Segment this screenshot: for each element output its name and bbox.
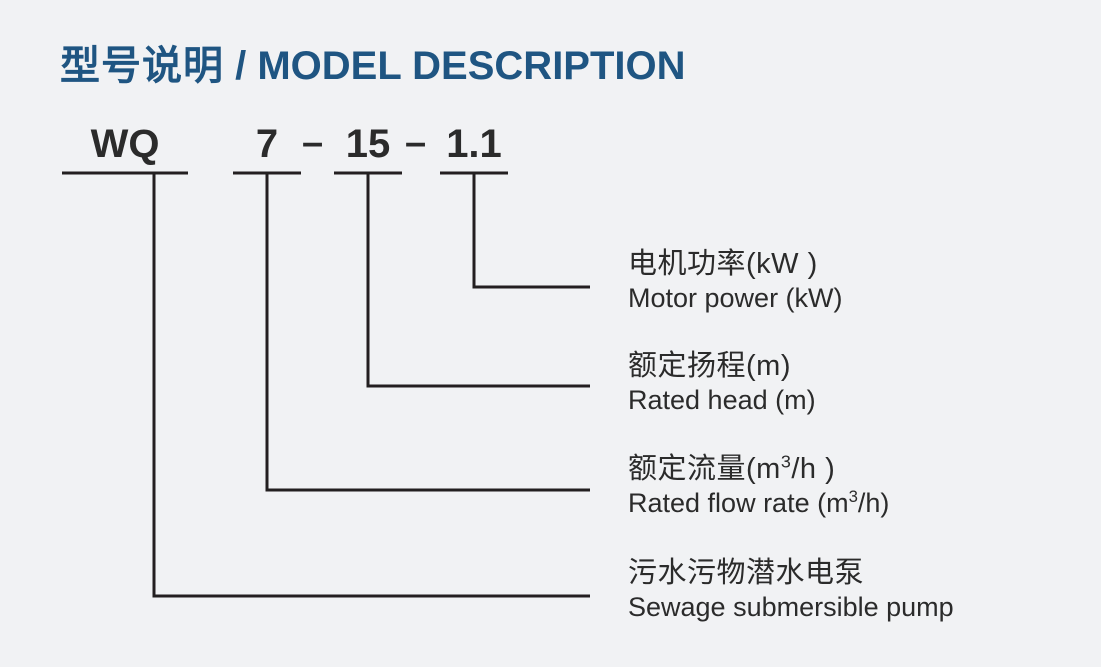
callout-sewage-submersible-pump-cn: 污水污物潜水电泵 — [628, 557, 865, 589]
page-title-separator: / — [224, 44, 258, 88]
page-title-en: MODEL DESCRIPTION — [257, 44, 686, 88]
leader-line-motor-power — [472, 173, 590, 289]
model-code-segment-3: 1.1 — [446, 122, 502, 166]
model-code-dash-0: – — [302, 122, 324, 164]
callout-rated-head-en: Rated head (m) — [628, 385, 816, 416]
model-code-segment-1: 7 — [255, 122, 279, 166]
callout-rated-flow-rate-en: Rated flow rate (m3/h) — [628, 487, 890, 519]
leader-line-rated-head — [366, 173, 590, 388]
page-title: 型号说明 / MODEL DESCRIPTION — [60, 46, 686, 86]
model-code-segment-2: 15 — [345, 122, 391, 166]
leader-line-rated-flow-rate — [265, 173, 590, 492]
callout-motor-power: 电机功率(kW )Motor power (kW) — [628, 247, 843, 315]
callout-rated-head: 额定扬程(m)Rated head (m) — [628, 349, 816, 417]
callout-rated-flow-rate: 额定流量(m3/h )Rated flow rate (m3/h) — [628, 452, 889, 520]
callout-motor-power-en: Motor power (kW) — [628, 283, 843, 314]
superscript: 3 — [848, 487, 858, 507]
model-code-segment-0: WQ — [90, 122, 160, 166]
superscript: 3 — [780, 451, 792, 472]
leader-line-sewage-submersible-pump — [152, 173, 590, 598]
model-code-dash-1: – — [405, 122, 427, 164]
callout-rated-flow-rate-cn: 额定流量(m3/h ) — [628, 451, 836, 485]
callout-sewage-submersible-pump-en: Sewage submersible pump — [628, 592, 954, 623]
callout-motor-power-cn: 电机功率(kW ) — [628, 248, 818, 280]
page-title-cn: 型号说明 — [60, 44, 224, 88]
callout-rated-head-cn: 额定扬程(m) — [628, 350, 791, 382]
